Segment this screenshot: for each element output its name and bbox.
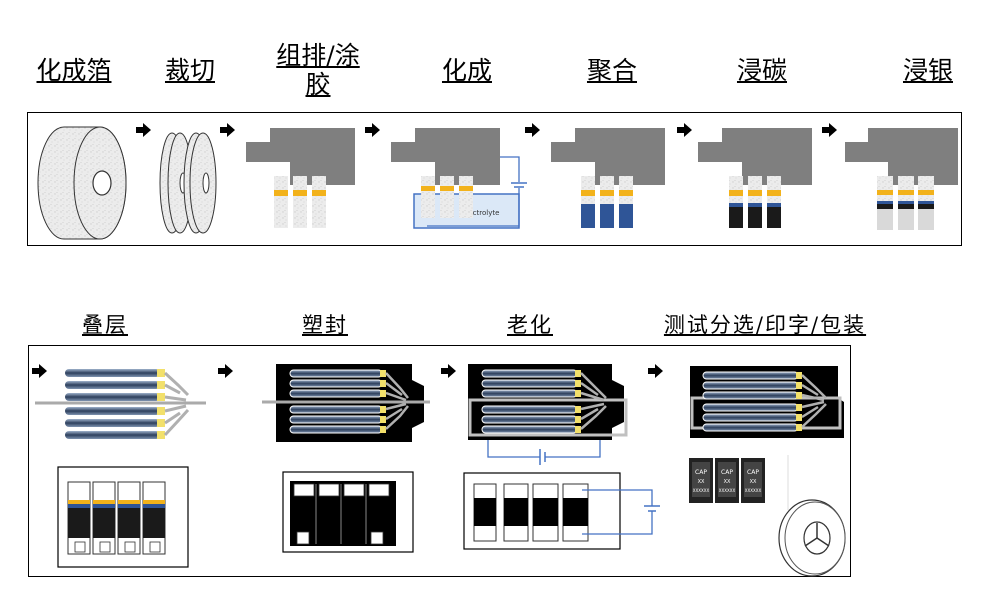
step-label-assembly-coating-line2: 胶 [305, 69, 331, 99]
cap-label-line1: CAP [721, 469, 733, 476]
capacitor-chip-3: CAP XX XXXXXX [741, 458, 765, 503]
step-label-formed-foil: 化成箔 [36, 56, 112, 85]
cap-label-line3: XXXXXX [745, 488, 762, 493]
cap-label-line2: XX [724, 479, 731, 485]
step-label-assembly-coating-line1: 组排/涂 [276, 41, 360, 70]
capacitor-chip-2: CAP XX XXXXXX [715, 458, 739, 503]
electrolyte-label: Electrolyte [462, 209, 499, 217]
reel-icon [778, 455, 846, 577]
silver-dip-icon [845, 128, 958, 230]
aging-cross-section [463, 472, 660, 550]
step-label-cutting: 裁切 [164, 56, 215, 85]
step-label-aging: 老化 [507, 313, 553, 337]
stacking-icon [35, 369, 206, 439]
carbon-dip-icon [698, 128, 812, 228]
molding-icon [262, 364, 430, 442]
packaged-capacitors: CAP XX XXXXXX CAP XX XXXXXX CAP XX XXXXX… [689, 458, 765, 503]
step-label-stacking: 叠层 [82, 313, 128, 337]
formation-icon: Electrolyte [391, 128, 527, 229]
cut-rolls-icon [159, 132, 217, 234]
step-label-molding: 塑封 [302, 313, 348, 337]
cap-label-line1: CAP [695, 469, 707, 476]
capacitor-chip-1: CAP XX XXXXXX [689, 458, 713, 503]
aging-icon [468, 364, 628, 465]
arrow-right-icon [32, 364, 663, 378]
cap-label-line2: XX [750, 479, 757, 485]
polymerization-icon [551, 128, 665, 228]
step-label-polymerization: 聚合 [586, 56, 637, 85]
molding-cross-section [282, 471, 414, 553]
step-label-assembly-coating: 组排/涂 胶 [268, 41, 368, 100]
stacking-cross-section [57, 466, 189, 568]
step-label-formation: 化成 [441, 56, 492, 85]
final-product-icon [690, 366, 844, 438]
cap-label-line3: XXXXXX [693, 488, 710, 493]
step-label-test-sort-print-pack: 测试分选/印字/包装 [663, 313, 867, 337]
cap-label-line1: CAP [747, 469, 759, 476]
step-label-silver-dip: 浸银 [902, 56, 953, 85]
foil-roll-icon [37, 126, 127, 240]
arrow-right-icon [136, 123, 837, 137]
assembly-coating-icon [246, 128, 355, 228]
cap-label-line2: XX [698, 479, 705, 485]
cap-label-line3: XXXXXX [719, 488, 736, 493]
step-label-carbon-dip: 浸碳 [736, 56, 787, 85]
